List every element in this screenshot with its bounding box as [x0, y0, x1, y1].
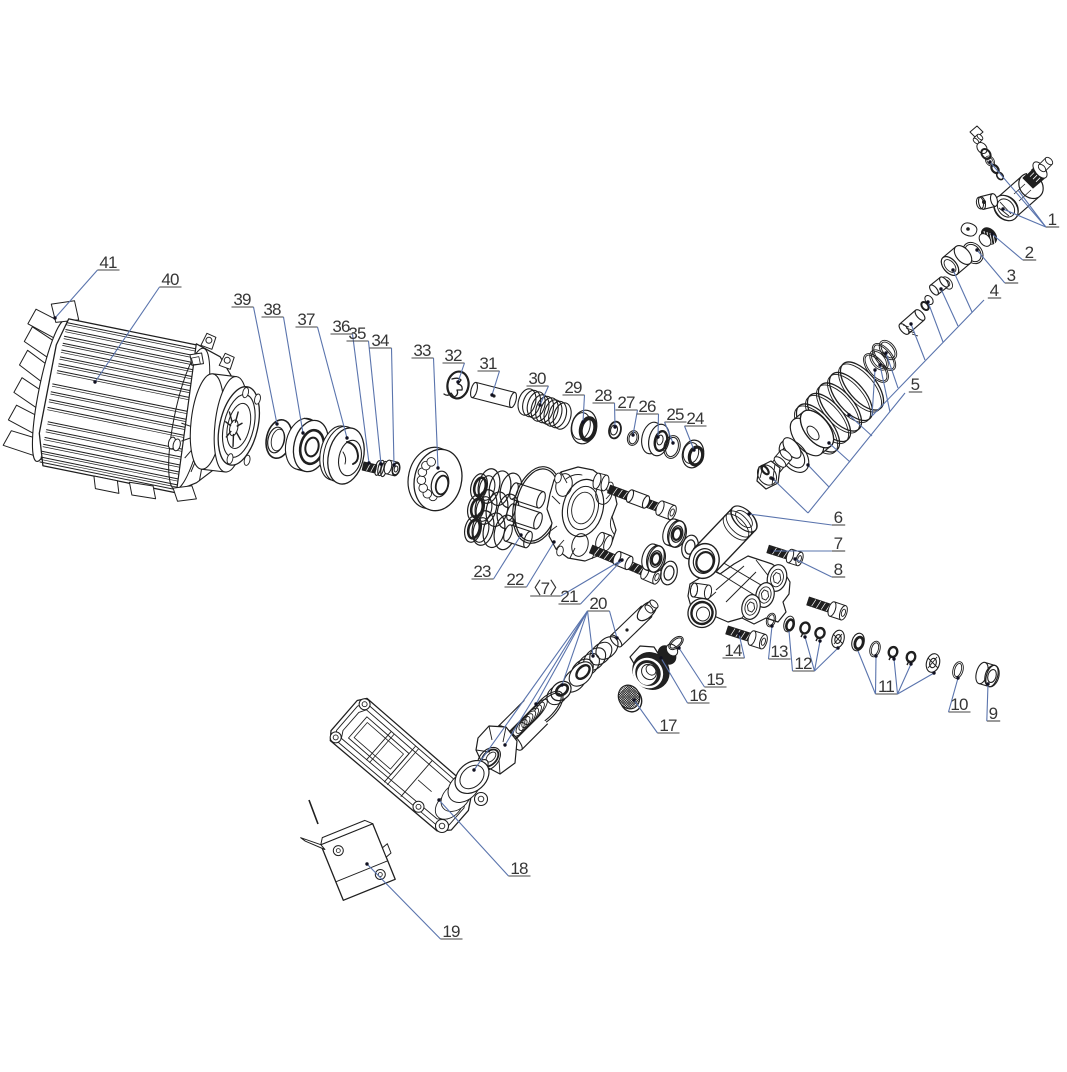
svg-text:26: 26: [638, 397, 656, 416]
svg-text:29: 29: [564, 378, 582, 397]
svg-text:4: 4: [990, 281, 999, 300]
svg-text:16: 16: [689, 686, 707, 705]
svg-text:27: 27: [617, 393, 635, 412]
svg-text:20: 20: [589, 594, 607, 613]
svg-text:6: 6: [834, 508, 843, 527]
svg-text:38: 38: [263, 300, 281, 319]
svg-text:39: 39: [233, 290, 251, 309]
svg-text:13: 13: [770, 642, 788, 661]
svg-text:28: 28: [594, 386, 612, 405]
svg-text:21: 21: [560, 587, 578, 606]
svg-text:35: 35: [348, 324, 366, 343]
svg-text:41: 41: [99, 253, 117, 272]
svg-text:36: 36: [332, 317, 350, 336]
svg-text:18: 18: [510, 859, 528, 878]
svg-text:14: 14: [724, 641, 742, 660]
svg-text:25: 25: [666, 405, 684, 424]
svg-text:15: 15: [706, 670, 724, 689]
svg-text:23: 23: [473, 562, 491, 581]
svg-text:12: 12: [794, 654, 812, 673]
svg-text:2: 2: [1025, 243, 1034, 262]
svg-text:19: 19: [442, 922, 460, 941]
svg-text:24: 24: [686, 409, 704, 428]
svg-text:17: 17: [659, 716, 677, 735]
svg-text:9: 9: [989, 704, 998, 723]
svg-text:10: 10: [950, 695, 968, 714]
svg-text:5: 5: [911, 375, 920, 394]
svg-text:31: 31: [479, 354, 497, 373]
svg-text:34: 34: [371, 331, 389, 350]
svg-text:7: 7: [834, 534, 843, 553]
svg-text:8: 8: [834, 560, 843, 579]
svg-text:37: 37: [297, 310, 315, 329]
svg-text:33: 33: [413, 341, 431, 360]
svg-text:40: 40: [161, 270, 179, 289]
svg-text:1: 1: [1048, 210, 1057, 229]
svg-text:22: 22: [506, 570, 524, 589]
svg-text:30: 30: [528, 369, 546, 388]
svg-text:3: 3: [1007, 266, 1016, 285]
svg-text:32: 32: [444, 346, 462, 365]
svg-text:11: 11: [878, 677, 894, 696]
